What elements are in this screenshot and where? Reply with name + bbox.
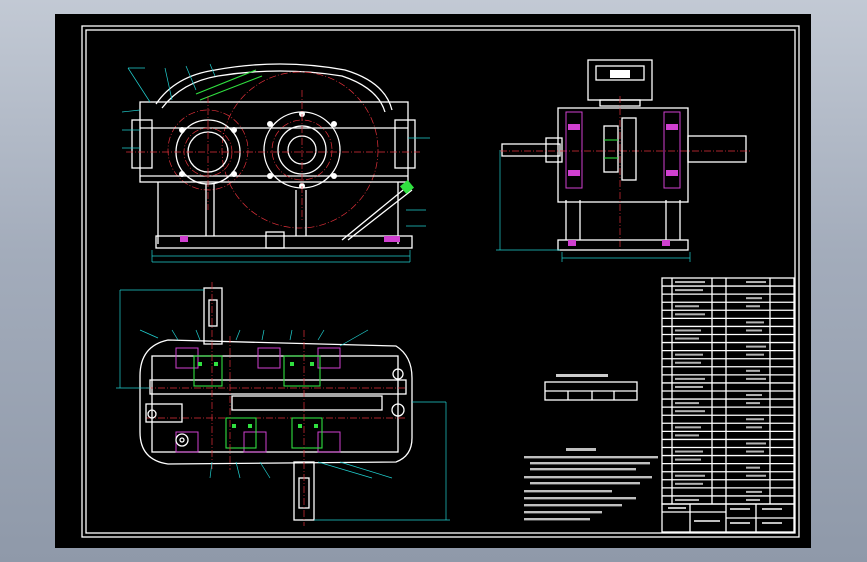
gear-pitch-circle-large [221,71,379,229]
side-view[interactable] [496,59,752,262]
parts-cell-text [675,361,701,364]
parts-cell-text [675,353,703,356]
technical-notes [524,448,658,521]
parts-cell-text [675,474,705,477]
parts-cell-text [746,474,766,477]
parts-cell-text [746,450,764,453]
parts-cell-text [746,490,762,493]
parts-cell-text [746,353,764,356]
inner-border [85,29,796,534]
parts-cell-text [746,402,760,405]
parts-cell-text [675,450,703,453]
front-view[interactable] [121,63,430,263]
parts-cell-text [746,377,766,380]
parts-cell-text [746,466,760,469]
spec-table [544,374,638,401]
parts-cell-text [746,394,762,397]
outer-border [81,25,800,538]
parts-cell-text [675,426,701,429]
parts-cell-text [746,498,760,501]
parts-cell-text [675,337,699,340]
parts-cell-text [675,482,703,485]
parts-list-table [661,277,795,505]
parts-cell-text [746,321,764,324]
title-block [661,503,795,533]
top-view[interactable] [116,282,450,526]
parts-cell-text [746,281,766,284]
parts-cell-text [746,426,762,429]
parts-cell-text [675,385,703,388]
parts-cell-text [746,442,766,445]
parts-cell-text [675,498,699,501]
parts-cell-text [746,297,762,300]
parts-cell-text [675,313,705,316]
parts-cell-text [675,281,705,284]
parts-cell-text [746,418,764,421]
parts-cell-text [675,402,699,405]
parts-cell-text [675,434,699,437]
parts-cell-text [746,369,760,372]
parts-cell-text [675,305,699,308]
parts-cell-text [675,329,701,332]
parts-cell-text [675,458,701,461]
parts-cell-text [675,377,705,380]
parts-cell-text [675,289,703,292]
parts-cell-text [746,305,760,308]
parts-cell-text [675,410,705,413]
parts-cell-text [746,329,762,332]
parts-cell-text [746,345,766,348]
